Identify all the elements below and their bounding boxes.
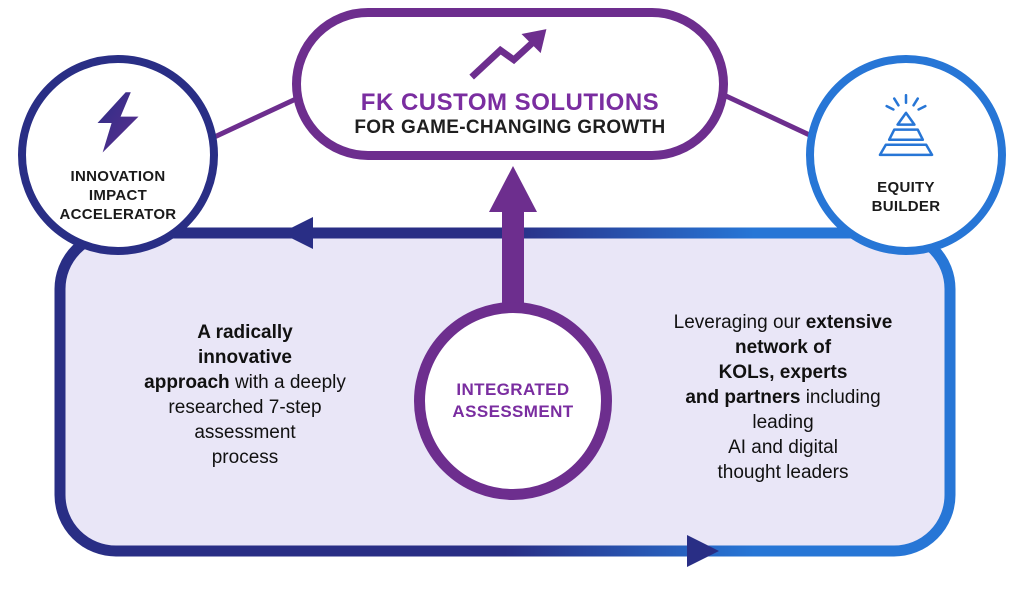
pill-title: FK CUSTOM SOLUTIONS — [360, 89, 660, 116]
integrated-assessment-label: INTEGRATED ASSESSMENT — [452, 379, 574, 421]
left-description-regular: with a deeply researched 7-step assessme… — [168, 372, 346, 468]
pyramid-icon — [864, 93, 948, 172]
flow-arrow-left-icon — [281, 217, 313, 249]
right-description-intro: Leveraging our — [673, 312, 801, 333]
innovation-impact-accelerator-label: INNOVATION IMPACT ACCELERATOR — [59, 168, 177, 223]
integrated-assessment-node: INTEGRATED ASSESSMENT — [414, 302, 612, 500]
right-description-bold: extensive network of KOLs, experts and p… — [685, 312, 893, 408]
up-arrow-icon — [489, 166, 537, 314]
equity-builder-label: EQUITY BUILDER — [871, 178, 941, 215]
left-description: A radically innovative approach with a d… — [135, 320, 355, 470]
right-description: Leveraging our extensive network of KOLs… — [668, 310, 898, 485]
right-description-outro: including leading AI and digital thought… — [717, 387, 881, 483]
innovation-impact-accelerator-node: INNOVATION IMPACT ACCELERATOR — [18, 55, 218, 255]
connector-line-left — [206, 95, 300, 143]
growth-arrow-icon — [464, 25, 556, 87]
lightning-bolt-icon — [86, 85, 150, 161]
connector-line-right — [724, 93, 818, 141]
flow-arrow-right-icon — [687, 535, 719, 567]
left-description-bold: A radically innovative approach — [144, 322, 293, 393]
equity-builder-node: EQUITY BUILDER — [806, 55, 1006, 255]
fk-custom-solutions-node: FK CUSTOM SOLUTIONS FOR GAME-CHANGING GR… — [292, 8, 728, 160]
pill-subtitle: FOR GAME-CHANGING GROWTH — [354, 117, 666, 138]
